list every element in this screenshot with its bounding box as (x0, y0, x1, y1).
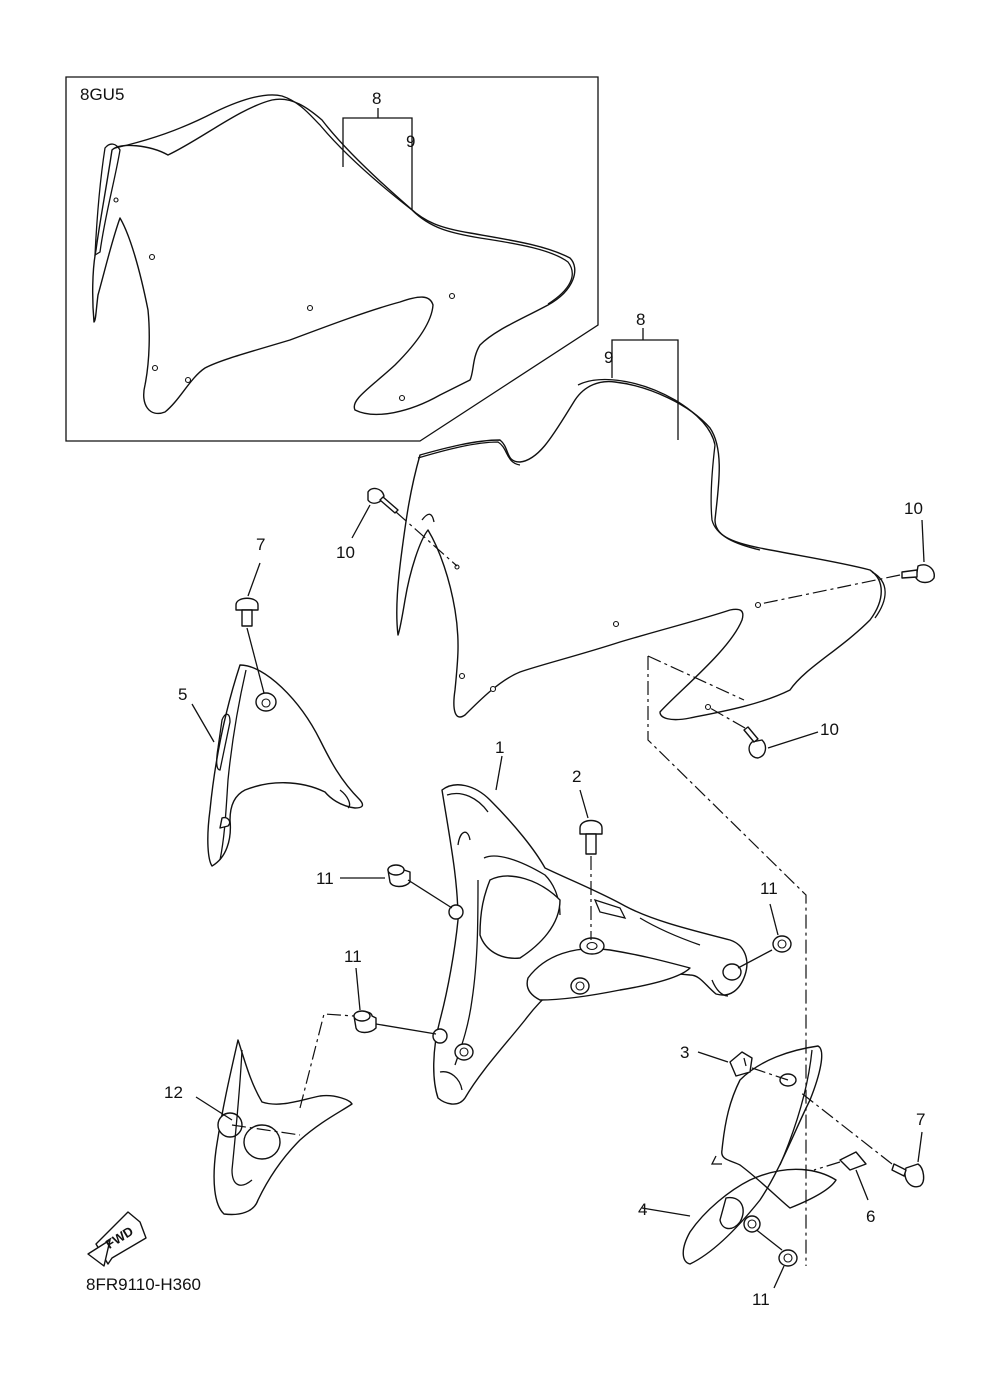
callout-3: 3 (680, 1043, 689, 1062)
inset-windshield (91, 98, 576, 416)
screw-10-lower: 10 (709, 707, 839, 759)
callout-10a: 10 (336, 543, 355, 562)
panel-part-4: 4 (638, 1045, 837, 1265)
callout-11d: 11 (752, 1290, 770, 1309)
windshield-part-8 (396, 380, 882, 721)
assembly-reference-line (647, 655, 807, 1266)
grommet-11-d: 11 (752, 1227, 798, 1309)
screw-2: 2 (572, 767, 603, 940)
nut-3: 3 (680, 1043, 789, 1081)
screw-7-lower: 7 (799, 1091, 925, 1188)
grommet-11-c: 11 (344, 947, 437, 1035)
callout-1: 1 (495, 738, 504, 757)
lower-cover-part-12: 12 (164, 1013, 355, 1216)
callout-10b: 10 (904, 499, 923, 518)
cowling-part-1: 1 (432, 738, 748, 1105)
callout-5: 5 (178, 685, 187, 704)
inset-box-8gu5: 8GU5 8 9 (65, 76, 599, 442)
callout-9-main: 9 (604, 348, 613, 367)
diagram-code: 8FR9110-H360 (86, 1275, 201, 1294)
callout-6: 6 (866, 1207, 875, 1226)
clip-6: 6 (813, 1151, 875, 1226)
callout-7b: 7 (916, 1110, 925, 1129)
callout-8-inset: 8 (372, 89, 381, 108)
callout-12: 12 (164, 1083, 183, 1102)
windshield-main: 8 9 (396, 310, 886, 721)
callout-11a: 11 (316, 869, 334, 888)
inset-label: 8GU5 (80, 85, 124, 104)
callout-2: 2 (572, 767, 581, 786)
callout-11c: 11 (344, 947, 362, 966)
callout-10c: 10 (820, 720, 839, 739)
grommet-11-a: 11 (316, 864, 453, 909)
grommet-11-b: 11 (737, 879, 792, 969)
callout-4: 4 (638, 1200, 647, 1219)
callout-9-inset: 9 (406, 132, 415, 151)
callout-7a: 7 (256, 535, 265, 554)
screw-10-left: 10 (336, 487, 458, 567)
callout-11b: 11 (760, 879, 778, 898)
panel-part-5: 5 (178, 664, 364, 867)
callout-8-main: 8 (636, 310, 645, 329)
fwd-arrow-icon: FWD (87, 1211, 147, 1267)
screw-10-right: 10 (759, 499, 935, 605)
screw-7-top: 7 (235, 535, 265, 694)
